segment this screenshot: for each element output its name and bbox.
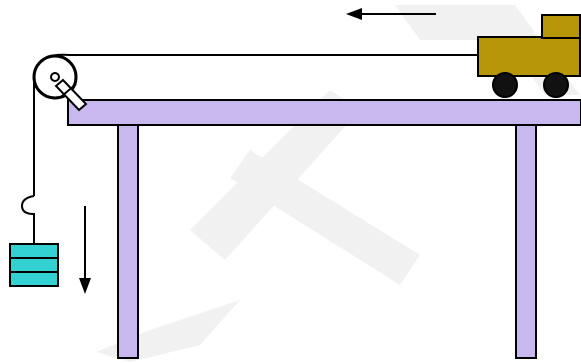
pulley-clamp-bar [61, 83, 77, 97]
pulley [32, 54, 88, 112]
pulley-axle [50, 72, 60, 82]
cart-cabin [541, 14, 581, 39]
string-horizontal [46, 53, 478, 58]
watermark-stroke-3 [230, 150, 420, 285]
hanging-weight [9, 243, 59, 287]
weight-hook [20, 195, 35, 244]
toy-cart [477, 14, 581, 98]
table-top [67, 99, 581, 126]
pulley-clamp [54, 78, 88, 112]
cart-arrow-head [346, 8, 362, 20]
table-leg-left [117, 124, 139, 359]
cart-direction-arrow [346, 8, 436, 20]
weight-body [9, 243, 59, 287]
weight-direction-arrow [79, 206, 91, 294]
table [67, 99, 581, 359]
cart-wheel-right [543, 72, 569, 98]
weight-arrow-head [79, 278, 91, 294]
cart-body [477, 36, 581, 77]
cart-wheel-left [492, 72, 518, 98]
string [20, 53, 478, 244]
table-leg-right [515, 124, 537, 359]
